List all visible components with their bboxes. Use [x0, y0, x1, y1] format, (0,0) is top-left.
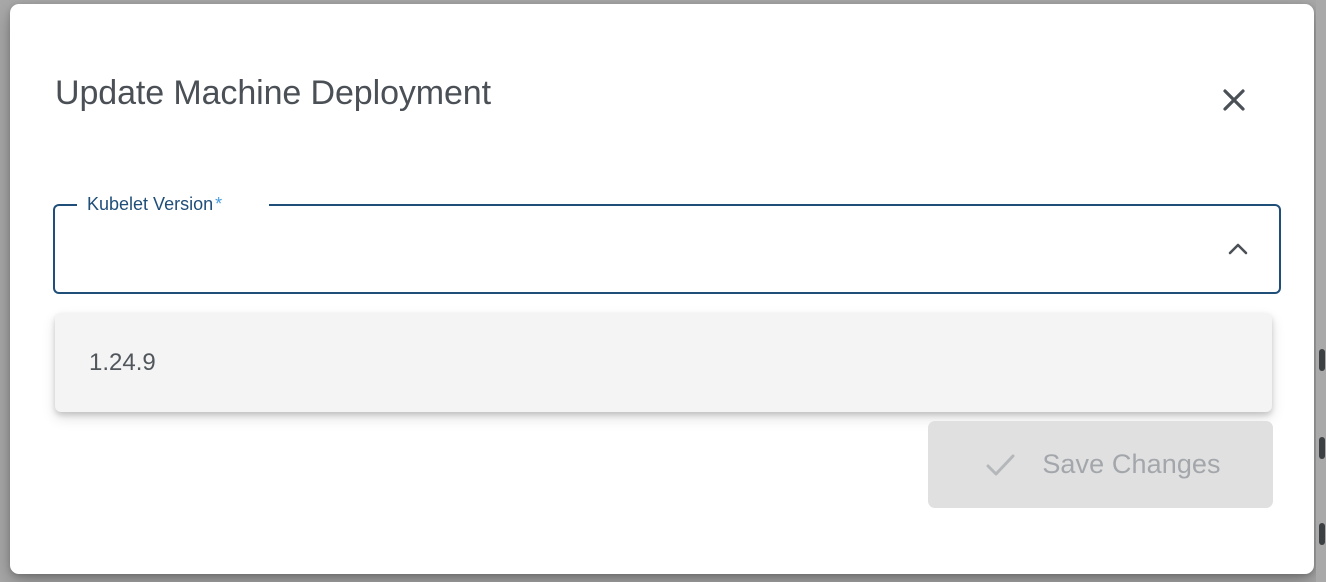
kubelet-version-label-text: Kubelet Version — [87, 194, 214, 214]
kubelet-version-options-panel: 1.24.9 — [55, 313, 1272, 412]
kubelet-version-label: Kubelet Version* — [83, 193, 227, 215]
save-button[interactable]: Save Changes — [928, 421, 1273, 508]
kubelet-version-field: Kubelet Version* — [53, 193, 1281, 294]
close-button[interactable] — [1206, 72, 1262, 128]
check-icon — [980, 445, 1020, 485]
scrollbar[interactable] — [1316, 0, 1326, 582]
list-item[interactable]: 1.24.9 — [89, 348, 156, 376]
save-button-label: Save Changes — [1042, 449, 1221, 479]
scrollbar-thumb[interactable] — [1319, 349, 1325, 371]
scrollbar-thumb[interactable] — [1319, 523, 1325, 545]
scrollbar-thumb[interactable] — [1319, 437, 1325, 459]
required-marker: * — [215, 194, 223, 214]
page-title: Update Machine Deployment — [55, 74, 491, 112]
kubelet-version-select[interactable] — [53, 204, 1281, 294]
chevron-up-icon[interactable] — [1221, 232, 1255, 266]
update-machine-deployment-dialog: Update Machine Deployment Kubelet Versio… — [10, 4, 1314, 574]
dialog-header: Update Machine Deployment — [10, 4, 1314, 152]
close-icon — [1219, 85, 1249, 115]
